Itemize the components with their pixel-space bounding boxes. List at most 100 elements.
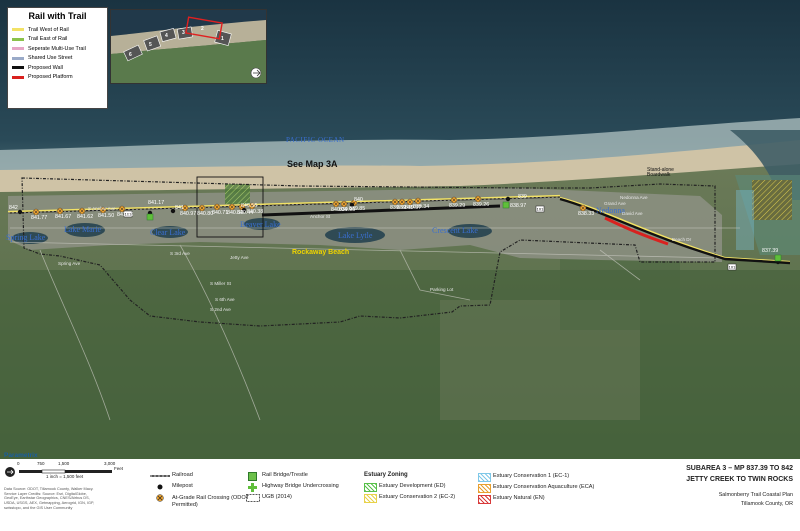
place-nedonna: Nedonna: [596, 206, 625, 215]
rail-bridge-marker: [774, 254, 782, 262]
crossing-label: 840.52: [227, 210, 244, 216]
milepost-marker: [505, 196, 511, 202]
legend-swatch: [12, 37, 24, 41]
inset-map-1: 1: [221, 36, 224, 42]
at-grade-crossing-marker: [198, 204, 206, 212]
street-label: Grand Ave: [604, 201, 626, 206]
crossing-label: 839.85: [349, 206, 366, 212]
street-label: Jetty Ave: [230, 255, 249, 260]
inset-map-6: 6: [129, 52, 132, 58]
place-beaver-lake: Beaver Lake: [240, 220, 281, 229]
street-label: S 2nd Ave: [210, 307, 231, 312]
zoning-label: Estuary Development (ED): [379, 483, 446, 489]
at-grade-crossing-marker: [78, 207, 86, 215]
parametrix-logo: Parametrix: [4, 452, 38, 459]
crossing-label: 841.46: [117, 212, 134, 218]
stand-alone-boardwalk-label: Stand-alone Boardwalk: [647, 167, 674, 178]
see-map-label[interactable]: See Map 3A: [287, 159, 338, 169]
legend-title: Rail with Trail: [28, 11, 87, 21]
legend-swatch: [12, 47, 24, 51]
legend-swatch: [12, 56, 24, 60]
milepost-label: 840: [354, 197, 363, 203]
zoning-label: Estuary Natural (EN): [493, 495, 545, 501]
milepost-marker: [170, 208, 176, 214]
crossing-label: 841.77: [31, 215, 48, 221]
locator-inset-map[interactable]: 6 5 4 3 2 1: [110, 9, 267, 84]
legend-rail-bridge: Rail Bridge/Trestle: [262, 472, 308, 478]
crossing-label: 840.97: [180, 211, 197, 217]
legend-label: Seperate Multi-Use Trail: [28, 45, 86, 52]
milepost-symbol: [157, 484, 163, 490]
crossing-symbol: [156, 494, 164, 502]
county-name: Tillamook County, OR: [740, 501, 793, 507]
legend-swatch: [12, 75, 24, 79]
scale-bar: [5, 467, 112, 477]
street-label: S 6th Ave: [215, 297, 235, 302]
inset-map-2: 2: [201, 26, 204, 32]
milepost-marker: [241, 207, 247, 213]
rail-bridge-symbol: [248, 472, 257, 481]
at-grade-crossing-marker: [391, 198, 399, 206]
at-grade-crossing-marker: [32, 208, 40, 216]
crossing-label: 840.80: [197, 211, 214, 217]
segment-title: JETTY CREEK TO TWIN ROCKS: [686, 476, 793, 483]
milepost-label: 839: [518, 194, 527, 200]
legend-item: Seperate Multi-Use Trail: [12, 44, 107, 54]
at-grade-crossing-marker: [118, 205, 126, 213]
scale-unit: Feet: [114, 466, 124, 471]
crossing-label: 839.37: [405, 205, 422, 211]
crossing-label: 841.62: [77, 214, 94, 220]
crossing-label: 839.29: [449, 203, 466, 209]
highway-shield-marker: [123, 210, 133, 218]
legend-label: Trail East of Rail: [28, 36, 68, 43]
at-grade-crossing-marker: [228, 203, 236, 211]
inset-map-3: 3: [182, 30, 185, 36]
place-clear-lake: Clear Lake: [150, 228, 186, 237]
legend-item: Proposed Platform: [12, 73, 107, 83]
inset-map-4: 4: [165, 33, 168, 39]
estuary-zoning-header: Estuary Zoning: [364, 472, 408, 478]
street-label: S 3rd Ave: [170, 251, 190, 256]
inset-map-5: 5: [149, 42, 152, 48]
street-label: S Miller St: [210, 281, 231, 286]
legend-crossing: At-Grade Rail Crossing (ODOT Permitted): [172, 495, 249, 508]
crossing-label: 839.52: [390, 205, 407, 211]
at-grade-crossing-marker: [406, 198, 414, 206]
rail-bridge-marker: [146, 213, 154, 221]
zoning-label: Estuary Conservation Aquaculture (ECA): [493, 484, 595, 490]
place-crescent-lake: Crescent Lake: [432, 226, 478, 235]
zoning-swatch: [364, 494, 377, 503]
legend-railroad: Railroad: [172, 472, 193, 478]
street-label: Beach Dr: [672, 237, 692, 242]
at-grade-crossing-marker: [450, 196, 458, 204]
legend-item: Shared Use Street: [12, 54, 107, 64]
crossing-label: 840.71: [212, 210, 229, 216]
milepost-label: 841: [175, 205, 184, 211]
legend-label: Proposed Wall: [28, 64, 63, 71]
ugb-symbol: [246, 494, 260, 502]
crossing-label: 840.38: [247, 209, 264, 215]
zoning-label: Estuary Conservation 1 (EC-1): [493, 473, 570, 479]
legend-item: Proposed Wall: [12, 63, 107, 73]
at-grade-crossing-marker: [474, 195, 482, 203]
at-grade-crossing-marker: [398, 198, 406, 206]
crossing-label: 841.50: [98, 213, 115, 219]
milepost-label: 841.17: [148, 200, 165, 206]
at-grade-crossing-marker: [332, 200, 340, 208]
legend-label: Shared Use Street: [28, 55, 73, 62]
street-label: Spring Ave: [58, 261, 81, 266]
crossing-label: 839.41: [397, 205, 414, 211]
highway-undercrossing-symbol: [248, 483, 257, 492]
place-lake-marie: Lake Marie: [64, 225, 102, 234]
data-source-note: Data Source: ODOT, Tillamook County, Wal…: [4, 487, 95, 510]
legend-ugb: UGB (2014): [262, 494, 292, 500]
milepost-label: 842: [9, 205, 18, 211]
zoning-swatch: [478, 484, 491, 493]
street-label: Anchor St: [310, 214, 331, 219]
highway-shield-label: 101: [537, 207, 544, 212]
plan-name: Salmonberry Trail Coastal Plan: [718, 492, 793, 498]
highway-shield-marker: [727, 263, 737, 271]
highway-shield-label: 101: [729, 265, 736, 270]
